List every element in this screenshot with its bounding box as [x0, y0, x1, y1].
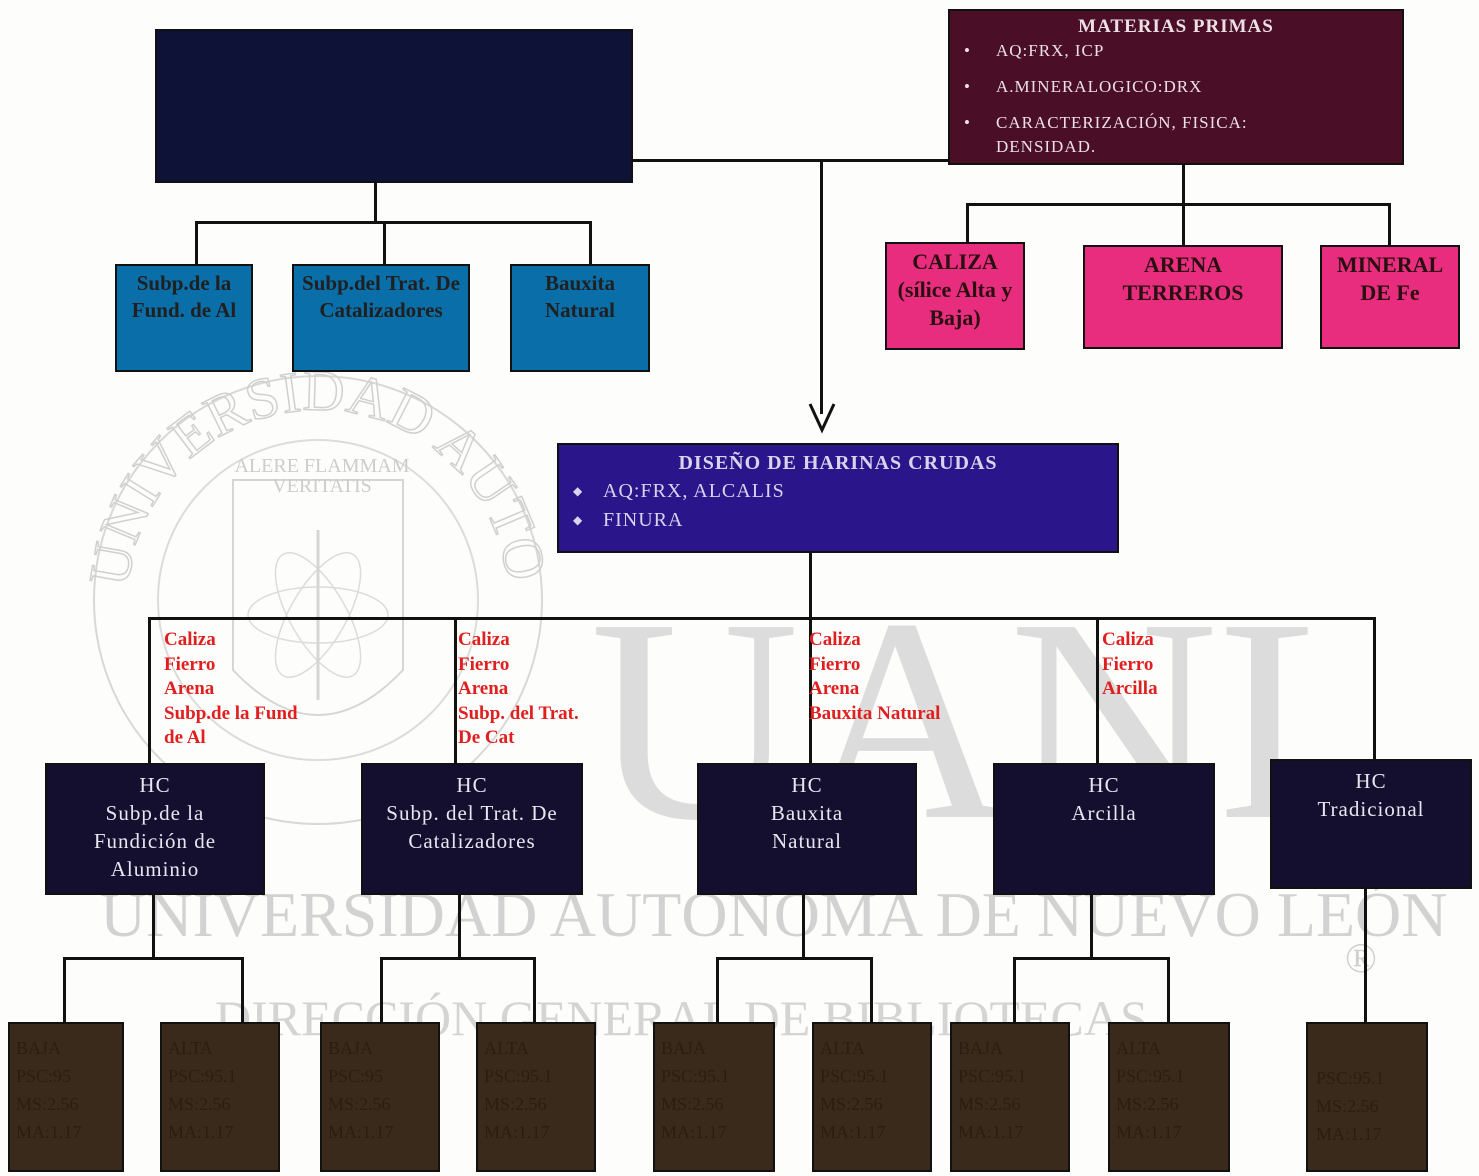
mix-label: Caliza Fierro Arena Subp.de la Fund de A… — [164, 629, 298, 748]
materias-item: AQ:FRX, ICP — [958, 39, 1394, 63]
product-box: PSC:95.1 MS:2.56 MA:1.17 — [1306, 1022, 1428, 1172]
hc-box: HC Arcilla — [993, 763, 1215, 895]
arrow-down-icon — [808, 403, 836, 434]
raw-material-box: MINERAL DE Fe — [1320, 245, 1460, 349]
hc-box: HC Bauxita Natural — [697, 763, 917, 895]
mix-label: Caliza Fierro Arena Subp. del Trat. De C… — [458, 629, 579, 748]
materias-primas-box: MATERIAS PRIMAS AQ:FRX, ICP A.MINERALOGI… — [948, 9, 1404, 165]
seal-motto: ALERE FLAMMAM VERITATIS — [234, 455, 410, 497]
materias-primas-title: MATERIAS PRIMAS — [1078, 16, 1274, 37]
diseno-item: AQ:FRX, ALCALIS — [565, 477, 1111, 506]
materias-item: CARACTERIZACIÓN, FISICA: DENSIDAD. — [958, 111, 1296, 159]
diseno-title: DISEÑO DE HARINAS CRUDAS — [678, 452, 998, 474]
materias-primas-list: AQ:FRX, ICP A.MINERALOGICO:DRX CARACTERI… — [958, 39, 1394, 159]
diseno-list: AQ:FRX, ALCALIS FINURA — [565, 477, 1111, 535]
product-box: ALTA PSC:95.1 MS:2.56 MA:1.17 — [812, 1022, 932, 1172]
hc-box: HC Subp.de la Fundición de Aluminio — [45, 763, 265, 895]
diseno-harinas-box: DISEÑO DE HARINAS CRUDAS AQ:FRX, ALCALIS… — [557, 443, 1119, 553]
product-box: ALTA PSC:95.1 MS:2.56 MA:1.17 — [476, 1022, 596, 1172]
mix-label: Caliza Fierro Arena Bauxita Natural — [809, 629, 941, 724]
product-box: ALTA PSC:95.1 MS:2.56 MA:1.17 — [1108, 1022, 1230, 1172]
empty-header-box — [155, 29, 633, 183]
materias-item: A.MINERALOGICO:DRX — [958, 75, 1394, 99]
hc-box: HC Subp. del Trat. De Catalizadores — [361, 763, 583, 895]
hc-box: HC Tradicional — [1270, 759, 1472, 889]
university-seal: UNIVERSIDAD AUTONOMA DE NUEVO LEON — [88, 370, 548, 825]
subproduct-box: Bauxita Natural — [510, 264, 650, 372]
product-box: ALTA PSC:95.1 MS:2.56 MA:1.17 — [160, 1022, 280, 1172]
product-box: BAJA PSC:95.1 MS:2.56 MA:1.17 — [950, 1022, 1070, 1172]
product-box: BAJA PSC:95.1 MS:2.56 MA:1.17 — [653, 1022, 775, 1172]
subproduct-box: Subp.del Trat. De Catalizadores — [292, 264, 470, 372]
raw-material-box: ARENA TERREROS — [1083, 245, 1283, 349]
watermark-registered: ® — [1345, 936, 1377, 982]
product-box: BAJA PSC:95 MS:2.56 MA:1.17 — [8, 1022, 124, 1172]
raw-material-box: CALIZA (sílice Alta y Baja) — [885, 242, 1025, 350]
mix-label: Caliza Fierro Arcilla — [1102, 629, 1158, 699]
diseno-item: FINURA — [565, 506, 1111, 535]
product-box: BAJA PSC:95 MS:2.56 MA:1.17 — [320, 1022, 440, 1172]
subproduct-box: Subp.de la Fund. de Al — [115, 264, 253, 372]
